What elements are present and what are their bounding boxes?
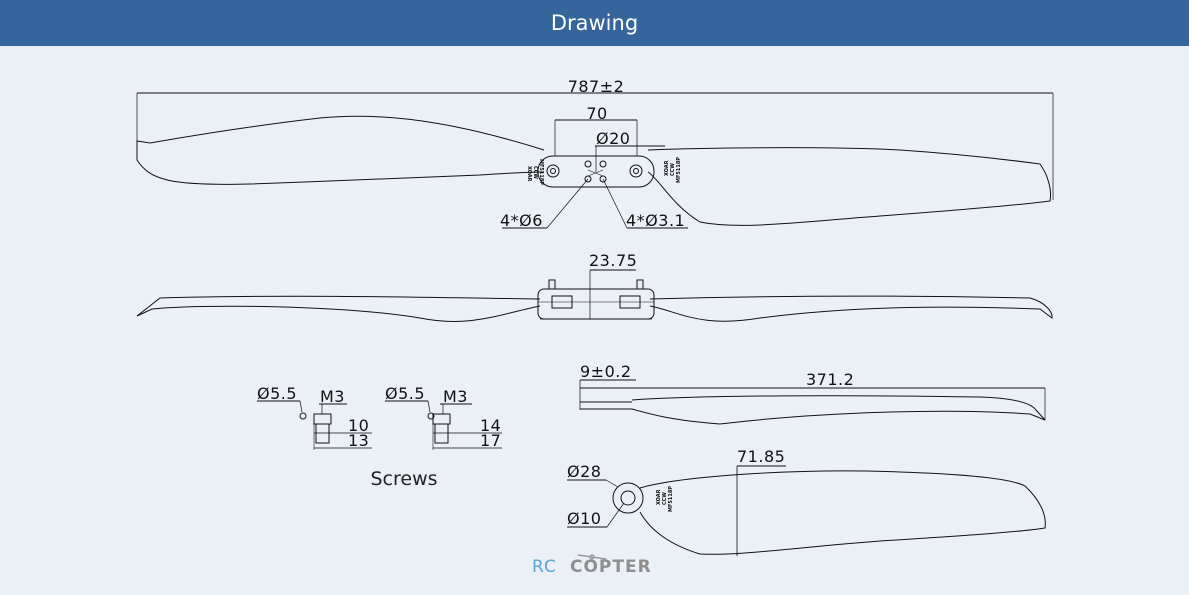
screw-b-head-label: Ø5.5: [385, 384, 425, 403]
right-pin-hole-inner: [633, 168, 639, 174]
marking-half-line2: CCW: [662, 492, 668, 505]
overall-length-label: 787±2: [568, 77, 625, 96]
page-header: Drawing: [0, 0, 1189, 46]
screw-b-head: [432, 413, 451, 425]
screw-b-total-length: 17: [480, 431, 501, 450]
side-hub-body: [537, 288, 655, 320]
side-screw-left: [548, 279, 556, 290]
half-side-view: [579, 379, 1046, 425]
marking-left-line2: CCW: [532, 166, 538, 179]
side-screw-right: [636, 279, 644, 290]
page-title: Drawing: [550, 11, 639, 35]
half-length-label: 371.2: [806, 370, 854, 389]
watermark-prop-hub: [589, 554, 595, 560]
watermark-prop-blade: [577, 554, 607, 560]
mount-hole-2: [599, 160, 607, 168]
mount-hole-1: [584, 160, 592, 168]
top-view: [136, 92, 1054, 229]
right-holes-leader: [602, 178, 628, 229]
screws-title: Screws: [370, 468, 437, 490]
marking-right-line3: XOAR: [664, 160, 670, 176]
technical-drawing: 787±2 70 Ø20 4*Ø6 4*Ø3.1 MF5118P CCW XOA…: [136, 77, 1054, 577]
screw-a-thread-length: 10: [348, 416, 369, 435]
hub-thickness-label: 23.75: [589, 251, 637, 270]
side-view: [136, 269, 1053, 322]
screw-a-shank: [315, 423, 330, 444]
root-outer-leader: [605, 479, 619, 488]
center-bore-label: Ø20: [596, 129, 630, 148]
screw-a-drawing: [257, 400, 372, 450]
screw-a-head-label: Ø5.5: [257, 384, 297, 403]
screw-b-shank: [434, 423, 449, 444]
right-pin-hole: [629, 164, 643, 178]
screw-b-drawing: [385, 400, 502, 450]
right-holes-label: 4*Ø3.1: [626, 211, 685, 230]
half-top-blade: [639, 470, 1046, 555]
top-left-blade: [136, 115, 545, 185]
root-inner-circle: [620, 490, 636, 506]
hub-width-label: 70: [586, 104, 607, 123]
left-pin-hole-inner: [550, 168, 556, 174]
marking-half-line1: MF5118P: [668, 486, 674, 512]
root-outer-circle: [612, 482, 644, 514]
screw-b-thread-label: M3: [443, 387, 468, 406]
marking-half-line3: XOAR: [656, 489, 662, 505]
screw-b-head-circle: [427, 412, 435, 420]
marking-right-line2: CCW: [670, 163, 676, 176]
left-holes-label: 4*Ø6: [500, 211, 543, 230]
root-thickness-label: 9±0.2: [580, 362, 632, 381]
top-right-blade: [647, 147, 1051, 226]
marking-left-line3: XOAR: [526, 166, 532, 182]
screw-a-head-circle: [299, 412, 307, 420]
root-inner-leader: [606, 502, 625, 528]
side-left-blade: [136, 295, 541, 322]
screw-a-head-leader: [299, 400, 303, 413]
left-pin-hole: [546, 164, 560, 178]
left-holes-leader: [546, 178, 589, 229]
screw-b-thread-length: 14: [480, 416, 501, 435]
drawing-canvas: 787±2 70 Ø20 4*Ø6 4*Ø3.1 MF5118P CCW XOA…: [0, 46, 1189, 591]
blade-marking-right: MF5118P CCW XOAR: [664, 157, 682, 183]
screw-a-head: [313, 413, 332, 425]
watermark-part2: COPTER: [570, 557, 652, 577]
max-chord-label: 71.85: [737, 447, 785, 466]
blade-marking-half: MF5118P CCW XOAR: [656, 486, 674, 512]
marking-left-line1: MF5118P: [538, 159, 544, 185]
root-outer-label: Ø28: [567, 462, 601, 481]
half-top-view: [567, 465, 1046, 556]
side-right-blade: [649, 295, 1053, 322]
watermark-prop-glyph: [577, 554, 607, 560]
screw-a-thread-label: M3: [320, 387, 345, 406]
screw-b-head-leader: [427, 400, 431, 413]
half-side-blade: [631, 395, 1046, 425]
center-cross-2: [587, 169, 604, 177]
marking-right-line1: MF5118P: [676, 157, 682, 183]
root-inner-label: Ø10: [567, 509, 601, 528]
blade-marking-left: MF5118P CCW XOAR: [526, 159, 544, 185]
screw-a-total-length: 13: [348, 431, 369, 450]
watermark-part1: RC: [532, 557, 557, 577]
